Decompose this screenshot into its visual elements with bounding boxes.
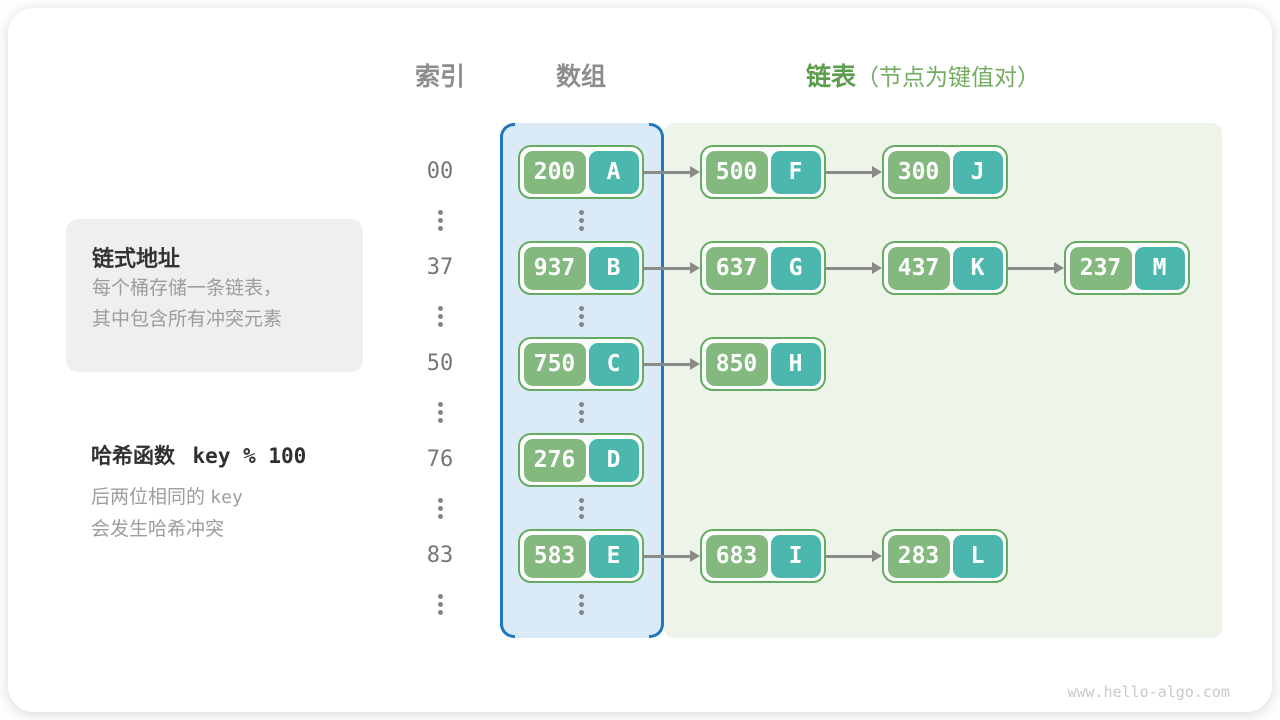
node-value: A xyxy=(588,150,639,194)
callout-line-1: 每个桶存储一条链表， xyxy=(92,278,283,299)
node-value: L xyxy=(952,534,1003,578)
node-key: 276 xyxy=(523,438,586,482)
header-list-label: 链表 xyxy=(806,63,857,91)
next-pointer-arrow xyxy=(643,549,700,562)
watermark: www.hello-algo.com xyxy=(1067,683,1230,701)
chaining-callout-box: 链式地址 每个桶存储一条链表， 其中包含所有冲突元素 xyxy=(66,219,363,372)
ellipsis-dots xyxy=(437,217,443,223)
hash-note-line1-code: key xyxy=(210,487,243,508)
bucket-index-label: 50 xyxy=(426,351,454,376)
ellipsis-dots xyxy=(578,313,584,319)
ellipsis-dots xyxy=(437,505,443,511)
callout-title: 链式地址 xyxy=(92,246,181,271)
next-pointer-arrow xyxy=(825,261,882,274)
node-value: E xyxy=(588,534,639,578)
hash-note-line1: 后两位相同的 xyxy=(91,487,206,508)
ellipsis-dots xyxy=(578,505,584,511)
node-key: 300 xyxy=(887,150,950,194)
node-value: J xyxy=(952,150,1003,194)
hash-function-note: 哈希函数 key % 100 后两位相同的 key 会发生哈希冲突 xyxy=(91,440,306,546)
array-bracket-right xyxy=(649,123,664,638)
ellipsis-dots xyxy=(578,601,584,607)
array-bracket-left xyxy=(500,123,515,638)
hash-note-title: 哈希函数 xyxy=(91,445,175,468)
next-pointer-arrow xyxy=(643,165,700,178)
node-value: M xyxy=(1134,246,1185,290)
next-pointer-arrow xyxy=(643,357,700,370)
hash-note-formula: key % 100 xyxy=(192,444,307,468)
node-key: 750 xyxy=(523,342,586,386)
node-value: C xyxy=(588,342,639,386)
figure-card: 索引 数组 链表（节点为键值对） 链式地址 每个桶存储一条链表， 其中包含所有冲… xyxy=(8,8,1272,712)
node-value: F xyxy=(770,150,821,194)
header-list-note: （节点为键值对） xyxy=(856,64,1041,90)
node-key: 583 xyxy=(523,534,586,578)
next-pointer-arrow xyxy=(1007,261,1064,274)
node-value: B xyxy=(588,246,639,290)
node-key: 283 xyxy=(887,534,950,578)
node-key: 237 xyxy=(1069,246,1132,290)
header-list-column: 链表（节点为键值对） xyxy=(806,60,1040,94)
hash-note-line2: 会发生哈希冲突 xyxy=(91,519,225,540)
node-key: 850 xyxy=(705,342,768,386)
node-key: 937 xyxy=(523,246,586,290)
bucket-index-label: 76 xyxy=(426,447,454,472)
node-key: 437 xyxy=(887,246,950,290)
node-value: I xyxy=(770,534,821,578)
bucket-index-label: 00 xyxy=(426,159,454,184)
ellipsis-dots xyxy=(578,409,584,415)
node-key: 500 xyxy=(705,150,768,194)
ellipsis-dots xyxy=(437,409,443,415)
node-value: D xyxy=(588,438,639,482)
next-pointer-arrow xyxy=(825,165,882,178)
header-index-column: 索引 xyxy=(414,63,465,91)
ellipsis-dots xyxy=(437,313,443,319)
node-value: H xyxy=(770,342,821,386)
ellipsis-dots xyxy=(578,217,584,223)
node-key: 683 xyxy=(705,534,768,578)
bucket-index-label: 83 xyxy=(426,543,454,568)
next-pointer-arrow xyxy=(643,261,700,274)
node-value: G xyxy=(770,246,821,290)
node-key: 637 xyxy=(705,246,768,290)
node-key: 200 xyxy=(523,150,586,194)
ellipsis-dots xyxy=(437,601,443,607)
next-pointer-arrow xyxy=(825,549,882,562)
header-array-column: 数组 xyxy=(555,63,606,91)
bucket-index-label: 37 xyxy=(426,255,454,280)
callout-line-2: 其中包含所有冲突元素 xyxy=(92,309,283,330)
node-value: K xyxy=(952,246,1003,290)
